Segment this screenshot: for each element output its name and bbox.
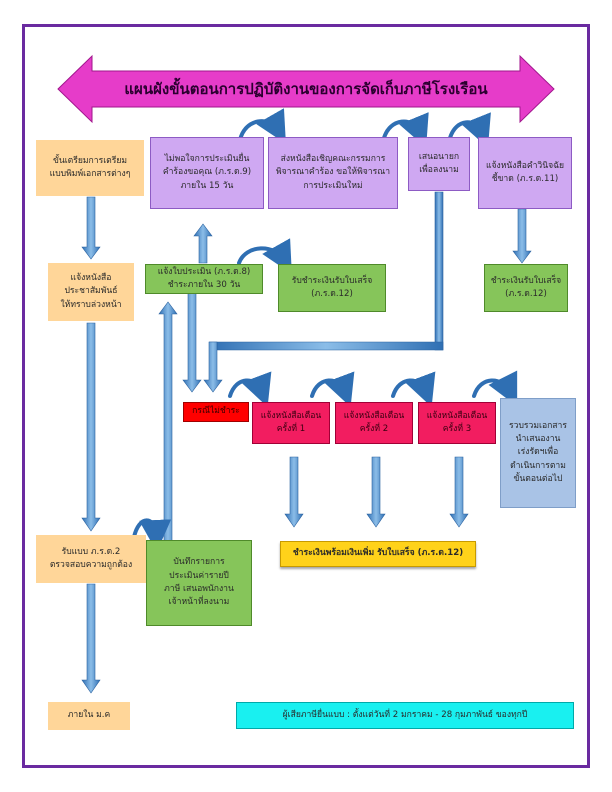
compile-docs-box: รวบรวมเอกสาร นำเสนองาน เร่งรัดฯเพื่อ ดำเ… bbox=[500, 398, 576, 508]
curve-mayor-to-ruling bbox=[448, 112, 491, 148]
announce-box: แจ้งหนังสือ ประชาสัมพันธ์ ให้ทราบล่วงหน้… bbox=[48, 263, 134, 321]
within-mk-box: ภายใน ม.ค bbox=[48, 702, 130, 730]
notify-assessment-box: แจ้งใบประเมิน (ภ.ร.ด.8) ชำระภายใน 30 วัน bbox=[145, 264, 263, 294]
arrow-mayor-to-notpaid bbox=[203, 341, 223, 393]
arrow-assess-to-notpaid bbox=[182, 291, 202, 393]
pay-with-fine-box: ชำระเงินพร้อมเงินเพิ่ม รับใบเสร็จ (ภ.ร.ด… bbox=[280, 541, 476, 567]
pay-receipt-box-2: ชำระเงินรับใบเสร็จ (ภ.ร.ด.12) bbox=[484, 264, 568, 312]
arrow-notice3-down bbox=[449, 456, 469, 528]
arrow-assess-to-dissatisfied bbox=[193, 223, 213, 264]
curve-receive-to-record bbox=[132, 518, 172, 552]
record-yearly-box: บันทึกรายการ ประเมินค่ารายปี ภาษี เสนอพน… bbox=[146, 540, 252, 626]
arrow-prepare-to-announce bbox=[81, 196, 101, 260]
prepare-forms-box: ขั้นเตรียมการเตรียม แบบพิมพ์เอกสารต่างๆ bbox=[36, 140, 144, 196]
arrow-mayor-horizontal bbox=[209, 341, 444, 351]
arrow-announce-to-receive bbox=[81, 322, 101, 532]
notice-2-box: แจ้งหนังสือเตือน ครั้งที่ 2 bbox=[335, 402, 413, 444]
arrow-receive-to-within bbox=[81, 583, 101, 694]
curve-notice2-to-notice3 bbox=[391, 371, 436, 407]
curve-notice3-to-compile bbox=[472, 370, 518, 407]
notice-1-box: แจ้งหนังสือเตือน ครั้งที่ 1 bbox=[252, 402, 330, 444]
curve-notice1-to-notice2 bbox=[310, 371, 355, 407]
notice-3-box: แจ้งหนังสือเตือน ครั้งที่ 3 bbox=[418, 402, 496, 444]
not-paid-box: กรณีไม่ชำระ bbox=[183, 402, 249, 422]
notify-ruling-box: แจ้งหนังสือคำวินิจฉัย ชี้ขาด (ภ.ร.ด.11) bbox=[478, 137, 572, 209]
pay-receipt-box-1: รับชำระเงินรับใบเสร็จ (ภ.ร.ด.12) bbox=[278, 264, 386, 312]
arrow-ruling-to-pay bbox=[512, 208, 532, 264]
arrow-mayor-down-bar bbox=[434, 191, 444, 351]
title-banner bbox=[57, 54, 555, 124]
arrow-record-to-assess bbox=[158, 301, 178, 542]
curve-dissatisfied-to-invite bbox=[238, 108, 286, 144]
invite-committee-box: ส่งหนังสือเชิญคณะกรรมการ พิจารณาคำร้อง ข… bbox=[268, 137, 398, 209]
arrow-notice1-down bbox=[284, 456, 304, 528]
receive-form-box: รับแบบ ภ.ร.ด.2 ตรวจสอบความถูกต้อง bbox=[36, 535, 146, 583]
taxpayer-period-box: ผู้เสียภาษียื่นแบบ : ตั้งแต่วันที่ 2 มกร… bbox=[236, 702, 574, 729]
page-border bbox=[22, 24, 590, 768]
curve-notpaid-to-notice1 bbox=[228, 371, 272, 407]
propose-mayor-box: เสนอนายก เพื่อลงนาม bbox=[408, 137, 470, 191]
page-title: แผนผังขั้นตอนการปฏิบัติงานของการจัดเก็บภ… bbox=[124, 80, 488, 98]
dissatisfied-box: ไม่พอใจการประเมินยื่น คำร้องขอคุณ (ภ.ร.ด… bbox=[150, 137, 264, 209]
curve-invite-to-mayor bbox=[382, 112, 429, 148]
curve-assess-to-receipt bbox=[237, 238, 292, 274]
arrow-notice2-down bbox=[366, 456, 386, 528]
